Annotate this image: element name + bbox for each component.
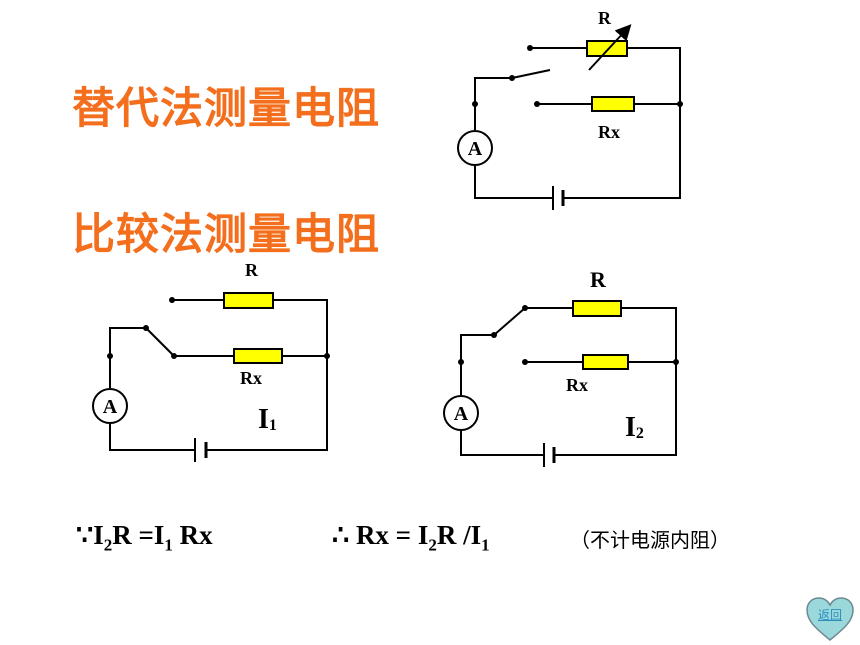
top-node-5: [472, 101, 478, 107]
circuit-right: [443, 300, 677, 467]
left-node-4: [324, 353, 330, 359]
left-node-5: [107, 353, 113, 359]
left-wire-left: [109, 327, 146, 388]
right-wire-bottom: [460, 431, 544, 456]
left-label-a: A: [103, 396, 118, 418]
right-node-3: [491, 332, 497, 338]
top-label-a: A: [468, 138, 483, 160]
left-node-1: [169, 297, 175, 303]
left-label-r: R: [245, 260, 259, 280]
right-switch-blade: [493, 307, 526, 336]
right-label-current: I2: [625, 412, 644, 443]
left-resistor-r: [223, 292, 274, 309]
top-resistor-rx: [591, 96, 635, 112]
formula-note: （不计电源内阻）: [570, 528, 730, 552]
left-resistor-rx: [233, 348, 283, 364]
top-wire-left: [474, 77, 512, 130]
right-wire-upper: [525, 307, 677, 456]
top-node-3: [509, 75, 515, 81]
back-button-label: 返回: [817, 608, 842, 622]
back-button[interactable]: 返回: [804, 596, 856, 642]
top-label-rx: Rx: [598, 122, 620, 142]
formula-therefore: ∴ Rx = I2R /I1: [332, 520, 490, 555]
circuit-left: [92, 292, 328, 462]
title-substitution-method: 替代法测量电阻: [72, 84, 380, 134]
top-wire-upper: [530, 47, 681, 199]
right-node-1: [522, 305, 528, 311]
top-label-r: R: [598, 8, 612, 28]
top-switch-blade: [511, 69, 551, 79]
top-rheostat-r: [586, 40, 628, 57]
formula-because: ∵I2R =I1 Rx: [76, 520, 213, 555]
left-node-2: [171, 353, 177, 359]
top-node-2: [534, 101, 540, 107]
right-ammeter: [443, 395, 479, 431]
right-resistor-r: [572, 300, 622, 317]
left-label-current: I1: [258, 404, 277, 435]
top-rheostat-arrow: [588, 24, 632, 71]
top-node-4: [677, 101, 683, 107]
left-switch-blade: [145, 327, 175, 357]
top-wire-bottom: [474, 165, 553, 199]
title-comparison-method: 比较法测量电阻: [72, 210, 380, 260]
left-wire-upper: [172, 299, 328, 451]
right-resistor-rx: [582, 354, 629, 370]
right-node-2: [522, 359, 528, 365]
right-wire-left: [460, 334, 494, 396]
circuit-top: [457, 24, 681, 210]
right-node-4: [673, 359, 679, 365]
heart-icon: [806, 597, 854, 641]
top-ammeter: [457, 130, 493, 166]
right-label-r: R: [590, 267, 607, 292]
left-wire-bottom: [109, 424, 195, 451]
right-label-a: A: [454, 403, 469, 425]
left-label-rx: Rx: [240, 368, 262, 388]
left-ammeter: [92, 388, 128, 424]
right-node-5: [458, 359, 464, 365]
top-node-1: [527, 45, 533, 51]
left-node-3: [143, 325, 149, 331]
right-label-rx: Rx: [566, 375, 588, 395]
